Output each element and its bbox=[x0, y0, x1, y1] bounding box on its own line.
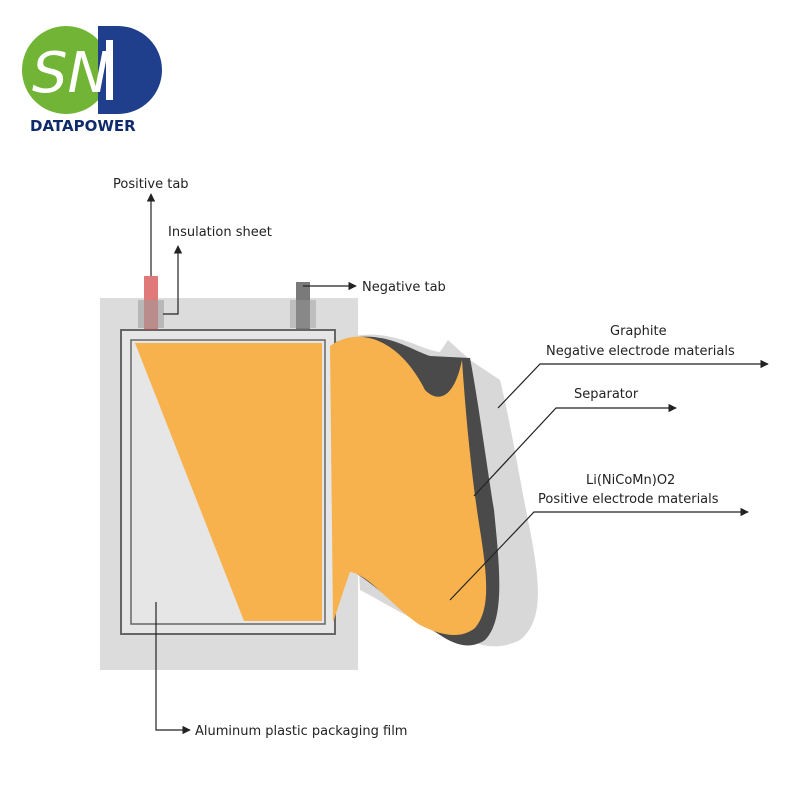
negative-electrode-label: Negative electrode materials bbox=[546, 344, 735, 359]
separator-leader bbox=[473, 403, 677, 497]
graphite-label: Graphite bbox=[610, 324, 667, 339]
positive-electrode-layer bbox=[330, 336, 487, 636]
logo-bar bbox=[106, 40, 113, 100]
logo-mark-text: SN bbox=[32, 41, 109, 106]
positive-electrode-leader bbox=[449, 507, 749, 601]
separator-label: Separator bbox=[574, 387, 639, 402]
insulation-sheet-label: Insulation sheet bbox=[168, 225, 272, 240]
electrode-stack-inner bbox=[135, 343, 322, 621]
datapower-logo: SN DATAPOWER bbox=[22, 26, 162, 135]
cathode-formula-label: Li(NiCoMn)O2 bbox=[586, 473, 675, 488]
packaging-film-leader bbox=[155, 602, 191, 735]
logo-navy-half bbox=[98, 26, 162, 114]
insulation-sheet-right bbox=[290, 300, 316, 328]
brand-name: DATAPOWER bbox=[30, 117, 136, 135]
negative-tab-label: Negative tab bbox=[362, 280, 446, 295]
positive-electrode-label: Positive electrode materials bbox=[538, 492, 719, 507]
negative-tab bbox=[296, 282, 310, 330]
logo-green-circle bbox=[22, 26, 110, 114]
positive-tab-label: Positive tab bbox=[113, 177, 189, 192]
insulation-sheet-leader bbox=[163, 245, 183, 315]
packaging-film-label: Aluminum plastic packaging film bbox=[195, 724, 407, 739]
graphite-leader bbox=[497, 359, 769, 409]
insulation-sheet-left bbox=[138, 300, 164, 328]
